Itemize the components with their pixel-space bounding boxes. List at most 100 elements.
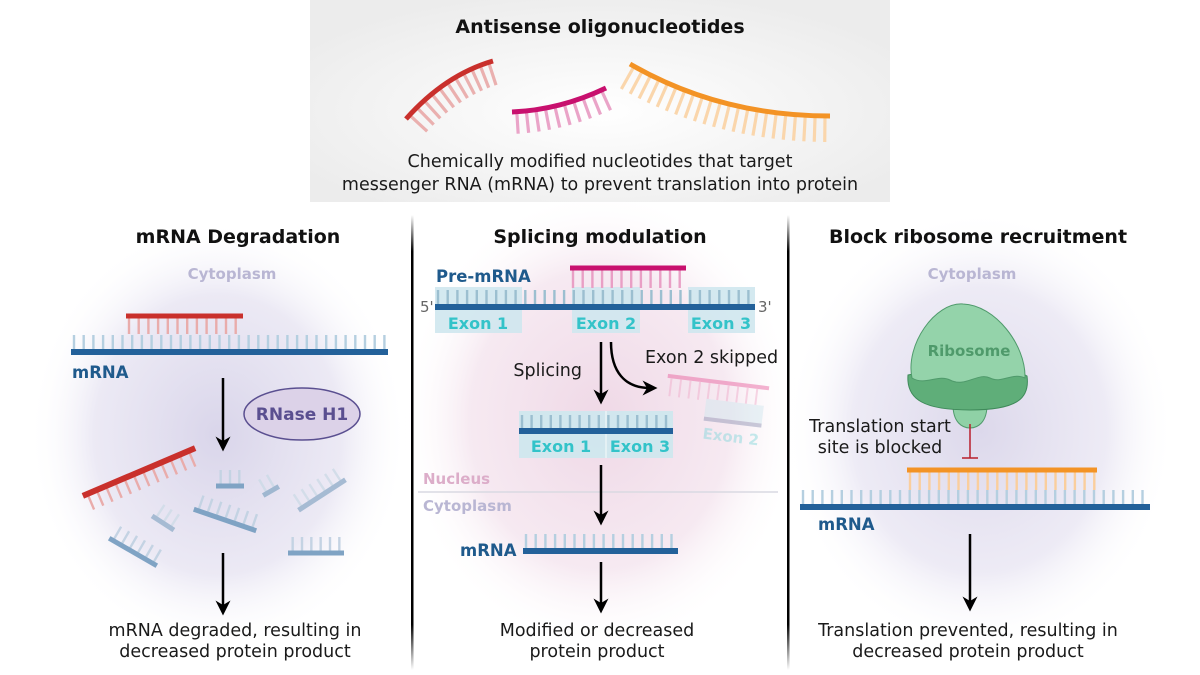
blocked-line1: Translation start [808, 417, 951, 437]
nucleotide-tick [206, 498, 214, 515]
mrna-fragment [192, 495, 259, 534]
nucleotide-tick [791, 114, 798, 141]
nucleotide-tick [258, 478, 269, 494]
nucleus-label: Nucleus [423, 470, 490, 488]
backbone [288, 550, 344, 556]
released-aso [81, 445, 197, 510]
panel-splicing-modulation: Splicing modulation Pre-mRNA 5' 3' Exon … [418, 226, 778, 662]
nucleotide-tick [135, 539, 147, 555]
nucleotide-tick [572, 100, 582, 123]
pre-mrna-backbone [435, 290, 755, 310]
nucleotide-tick [316, 478, 327, 494]
panel-title: Block ribosome recruitment [829, 226, 1127, 248]
backbone [570, 265, 686, 271]
nucleotide-tick [619, 65, 636, 90]
result-line2: protein product [529, 642, 664, 662]
nucleotide-tick [250, 513, 259, 530]
exon-1-label: Exon 1 [448, 314, 508, 333]
mrna-strand-with-aso [71, 313, 388, 355]
spliced-mrna: Exon 1 Exon 3 [519, 411, 673, 458]
nucleotide-tick [120, 530, 131, 546]
nucleotide-tick [453, 76, 469, 99]
aso-bound-strand [126, 313, 243, 334]
backbone [71, 349, 388, 355]
nucleotide-tick [487, 61, 498, 86]
nucleotide-tick [599, 89, 612, 111]
backbone [126, 313, 243, 319]
blocked-line2: site is blocked [818, 438, 942, 458]
backbone [150, 513, 176, 533]
nucleotide-tick [687, 380, 692, 399]
ribosome-small-subunit [910, 303, 1026, 383]
nucleotide-tick [169, 513, 180, 529]
backbone [404, 58, 494, 121]
exon-skip-arrow [609, 341, 658, 396]
nucleotide-tick [802, 115, 807, 142]
nucleotide-tick [637, 74, 653, 100]
exon-skipped-label: Exon 2 skipped [645, 348, 778, 368]
cytoplasm-label: Cytoplasm [423, 497, 512, 515]
nucleotide-tick [731, 105, 741, 133]
nucleotide-tick [112, 526, 123, 542]
nucleotide-tick [423, 99, 442, 120]
result-line2: decreased protein product [852, 642, 1084, 662]
nucleotide-tick [677, 379, 683, 398]
backbone [907, 467, 1097, 473]
rnase-h1-label: RNase H1 [256, 405, 348, 425]
nucleotide-tick [461, 72, 476, 95]
nucleotide-tick [715, 384, 721, 403]
mrna-fragment [258, 474, 281, 498]
nucleotide-tick [470, 68, 484, 92]
panel-title: mRNA Degradation [136, 226, 341, 248]
nucleotide-tick [668, 378, 673, 397]
backbone [81, 445, 197, 499]
exon-3-label: Exon 3 [691, 314, 751, 333]
nucleotide-tick [292, 493, 304, 509]
backbone [297, 477, 347, 513]
aso-strand-orange [619, 61, 831, 142]
nucleotide-tick [741, 107, 750, 135]
mrna-label: mRNA [460, 541, 517, 560]
ribosome-label: Ribosome [928, 342, 1011, 360]
cytoplasm-label: Cytoplasm [188, 265, 277, 283]
nucleotide-tick [127, 535, 139, 551]
nucleotide-tick [754, 388, 759, 407]
pre-mrna-strand-with-aso [435, 265, 755, 310]
nucleotide-tick [646, 78, 661, 104]
three-prime-label: 3' [758, 298, 772, 316]
mrna-fragment [150, 504, 180, 533]
nucleotide-tick [706, 382, 711, 402]
result-line1: mRNA degraded, resulting in [109, 621, 362, 641]
aso-bound-strand [570, 265, 686, 288]
backbone [435, 304, 755, 310]
cytoplasm-label: Cytoplasm [928, 265, 1017, 283]
nucleotide-tick [534, 109, 541, 132]
nucleotide-tick [543, 107, 552, 131]
header-description-line2: messenger RNA (mRNA) to prevent translat… [342, 175, 858, 195]
nucleotide-tick [308, 483, 320, 499]
nucleotide-tick [515, 111, 520, 134]
nucleotide-tick [696, 381, 702, 400]
nucleotide-tick [143, 544, 154, 560]
cytoplasm-glow-left [28, 220, 408, 650]
panel-title: Splicing modulation [493, 226, 706, 248]
nucleotide-tick [478, 64, 491, 89]
panel-block-ribosome: Block ribosome recruitment Cytoplasm Rib… [800, 226, 1150, 662]
nucleotide-tick [300, 488, 312, 504]
backbone [216, 483, 244, 489]
mrna-label: mRNA [72, 363, 129, 382]
nucleotide-tick [232, 507, 241, 524]
ribosome: Ribosome [907, 303, 1028, 429]
header-title: Antisense oligonucleotides [455, 16, 744, 38]
backbone [800, 504, 1150, 510]
panel-divider-right [787, 215, 790, 670]
nucleotide-tick [214, 501, 223, 518]
backbone [261, 484, 281, 498]
mrna-fragment [288, 537, 344, 556]
nucleotide-tick [674, 89, 687, 116]
nucleotide-tick [712, 101, 723, 128]
mrna-fragment [107, 526, 162, 568]
nucleotide-tick [744, 387, 749, 406]
aso-strand-red [404, 58, 498, 133]
backbone [628, 61, 831, 119]
